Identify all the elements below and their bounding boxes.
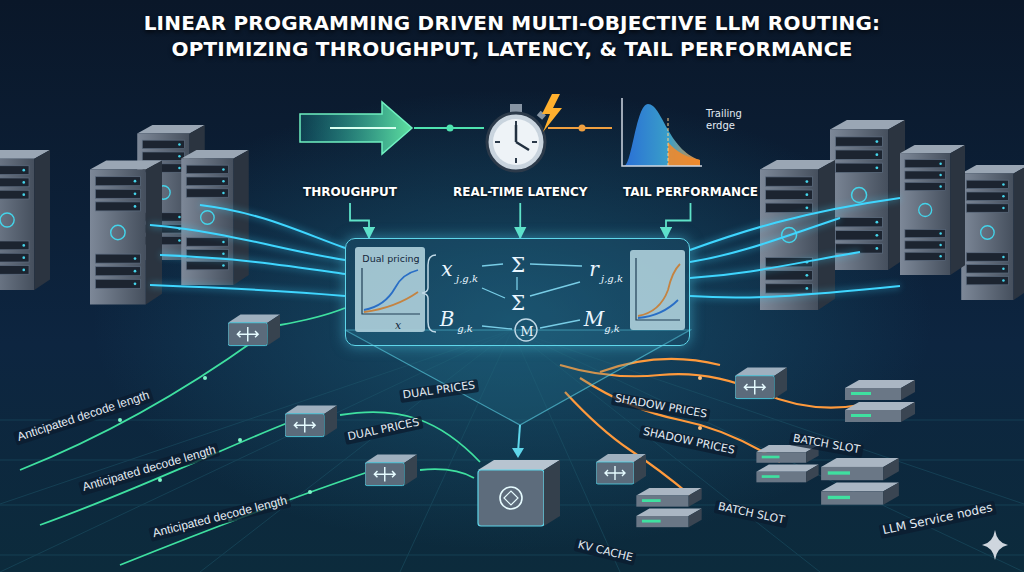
data-streams-part-part	[203, 376, 207, 380]
formula-text: r	[589, 259, 599, 279]
server-racks-part	[830, 120, 905, 270]
node-label: REAL-TIME LATENCY	[453, 185, 587, 199]
data-streams-part-part	[690, 198, 900, 250]
service-nodes-part	[845, 380, 915, 422]
routers-part	[228, 314, 280, 345]
data-streams-part-part	[698, 426, 702, 430]
throughput-icon-part	[447, 125, 454, 132]
data-streams	[20, 198, 900, 565]
data-streams-part	[560, 359, 860, 495]
data-streams-part-part	[690, 218, 840, 262]
stopwatch-icon-part	[487, 113, 545, 171]
data-streams-part-part	[690, 252, 860, 278]
throughput-icon-part	[330, 127, 396, 129]
central-server-part	[478, 470, 544, 526]
server-racks-part	[900, 145, 965, 275]
routers-part	[735, 367, 787, 398]
tail-chart-icon-part	[668, 118, 669, 166]
routers-part	[365, 454, 417, 485]
data-streams-part-part	[690, 252, 860, 278]
formula-text: B	[440, 309, 455, 329]
floor-grid-part	[0, 420, 1024, 555]
data-streams-part-part	[308, 490, 312, 494]
server-racks-part	[0, 150, 50, 290]
lp-panel: Dual pricingxj,g,kΣrj,g,kΣxBg,kMMg,k	[345, 238, 690, 346]
data-streams-part-part	[420, 469, 474, 478]
formula-text: M	[520, 325, 533, 338]
data-streams-part-part	[150, 285, 345, 296]
service-nodes-part	[756, 445, 818, 482]
data-streams-part-part	[690, 286, 900, 298]
data-streams-part-part	[200, 205, 345, 248]
formula-text: j,g,k	[601, 274, 623, 284]
diagram-title: LINEAR PROGRAMMING DRIVEN MULTI-OBJECTIV…	[92, 10, 932, 62]
data-streams-part-part	[150, 285, 345, 296]
connector	[519, 203, 521, 238]
stopwatch-icon-part	[495, 121, 537, 163]
central-server	[478, 460, 560, 526]
data-streams-part-part	[698, 376, 702, 380]
lp-funnel	[345, 330, 690, 458]
central-server-part	[500, 487, 522, 509]
formula-text: Dual pricing	[362, 254, 419, 264]
node-label: THROUGHPUT	[303, 185, 397, 199]
background-part	[92, 90, 932, 550]
tail-chart-icon-part	[668, 142, 700, 166]
formula-text: j,g,k	[456, 274, 478, 284]
stopwatch-icon-part	[542, 94, 562, 132]
central-server-part	[544, 460, 560, 526]
routers-part	[596, 454, 646, 484]
data-streams-part-part	[150, 225, 345, 260]
tail-chart-icon	[622, 98, 702, 166]
floor-grid	[0, 330, 1024, 572]
data-streams-part-part	[160, 255, 345, 274]
formula-text: M	[584, 309, 604, 329]
server-racks-part	[181, 150, 249, 285]
data-streams-part-part	[120, 472, 368, 565]
service-nodes-part	[821, 458, 899, 505]
formula-text: g,k	[457, 324, 473, 334]
data-streams-part-part	[118, 418, 122, 422]
server-racks-part	[961, 165, 1024, 300]
formula-text: Σ	[511, 293, 525, 313]
objective-label: REAL-TIME LATENCY	[450, 183, 590, 201]
formula-text: g,k	[604, 324, 620, 334]
formula-text: x	[441, 259, 452, 279]
stopwatch-icon-part	[493, 119, 539, 165]
data-streams-part-part	[160, 255, 345, 274]
sparkle-part	[982, 530, 1008, 560]
stopwatch-icon	[487, 94, 612, 171]
data-streams-part-part	[690, 198, 900, 250]
formula-text: Σ	[511, 255, 525, 275]
tail-chart-icon-part	[624, 104, 700, 166]
objective-label: THROUGHPUT	[300, 183, 400, 201]
objective-label: TAIL PERFORMANCE	[620, 183, 761, 201]
chart-annotation: Trailing erdge	[706, 108, 758, 131]
lp-funnel-part	[518, 425, 520, 452]
routers-part	[285, 405, 337, 436]
data-streams-part-part	[158, 478, 162, 482]
service-nodes-part	[636, 488, 701, 527]
connector	[666, 203, 690, 238]
sparkle	[982, 530, 1008, 560]
data-streams-part-part	[690, 286, 900, 298]
floor-grid-part	[0, 330, 1024, 572]
formula-text: x	[395, 320, 401, 331]
connector	[350, 203, 369, 238]
service-nodes	[636, 380, 915, 527]
central-server-part	[504, 491, 518, 505]
throughput-icon-part	[300, 102, 412, 154]
lp-funnel-part	[512, 448, 524, 458]
data-streams-part-part	[238, 438, 242, 442]
tail-chart-icon-part	[622, 98, 702, 166]
node-label: TAIL PERFORMANCE	[623, 185, 758, 199]
throughput-icon	[300, 102, 484, 154]
data-streams-part-part	[280, 308, 345, 325]
data-streams-part-part	[200, 205, 345, 248]
stopwatch-icon-part	[516, 125, 529, 150]
stopwatch-icon-part	[579, 125, 586, 132]
